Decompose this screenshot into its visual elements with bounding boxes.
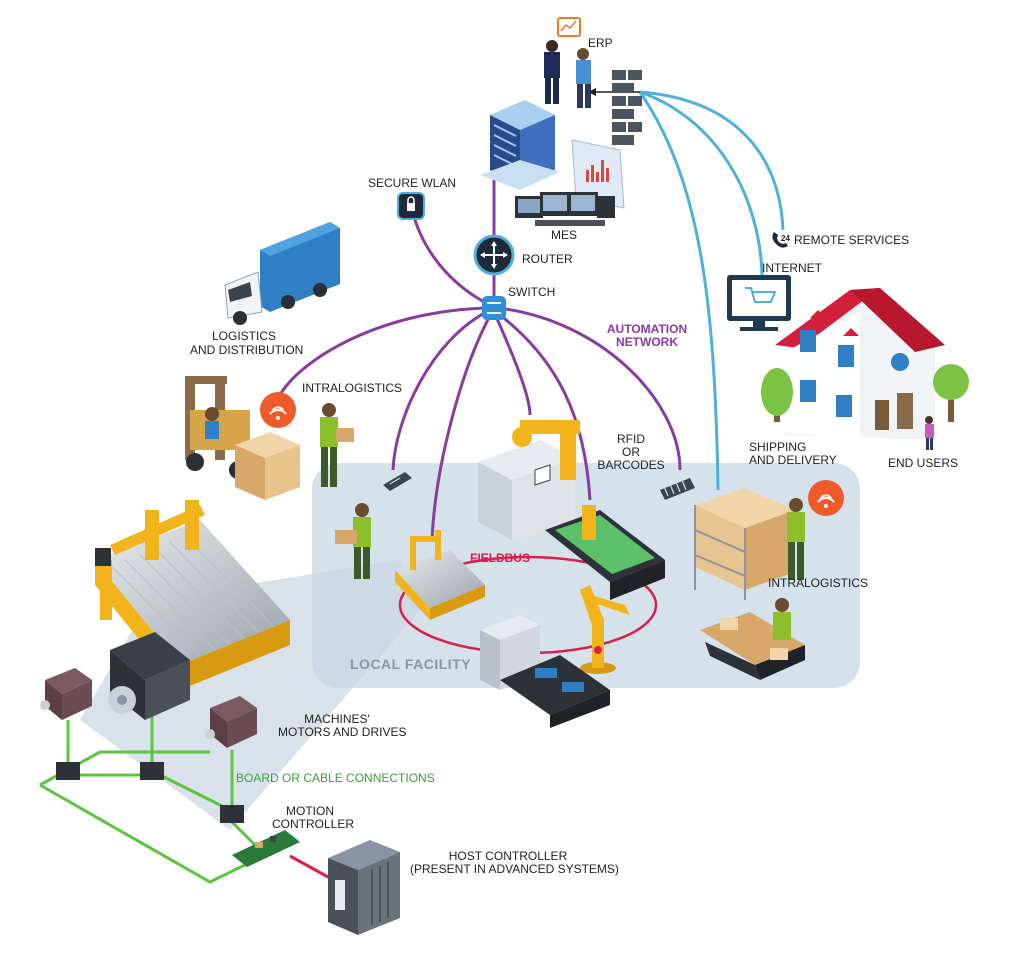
secure-wlan-label: SECURE WLAN (368, 176, 457, 190)
robot-arm-top (512, 420, 580, 480)
automation-network-label-line2: NETWORK (616, 335, 678, 349)
remote-services-label: REMOTE SERVICES (794, 233, 910, 247)
servo-motor-icon (108, 632, 190, 720)
drive-module-icon (140, 762, 164, 780)
automation-network-label-line1: AUTOMATION (606, 322, 688, 336)
conveyor-right (700, 612, 805, 680)
forklift-icon (185, 376, 250, 479)
host-link (289, 854, 331, 880)
wifi-badge-right (808, 480, 844, 516)
wifi-badge-left (260, 392, 296, 428)
logistics-label-line2: AND DISTRIBUTION (190, 343, 304, 357)
switch-label: SWITCH (508, 285, 556, 299)
analytics-screen-icon (571, 139, 625, 209)
board-connections-label: BOARD OR CABLE CONNECTIONS (236, 771, 435, 785)
router-label: ROUTER (522, 252, 573, 266)
packaging-machine (480, 615, 610, 728)
host-controller-label-line2: (PRESENT IN ADVANCED SYSTEMS) (410, 862, 619, 876)
motors-label-line2: MOTORS AND DRIVES (278, 725, 407, 739)
automation-network-lines (278, 175, 682, 541)
host-controller-icon (328, 840, 400, 935)
erp-label: ERP (588, 36, 613, 50)
rfid-label-line3: BARCODES (597, 458, 665, 472)
rfid-label-line1: RFID (617, 432, 645, 446)
server-icon (480, 100, 560, 190)
end-users-label: END USERS (888, 456, 959, 470)
motors-label-line1: MACHINES' (304, 712, 370, 726)
shipping-label-line2: AND DELIVERY (749, 453, 837, 467)
small-gantry-machine (395, 530, 485, 620)
tree-icon (761, 364, 969, 422)
intralogistics-label-right: INTRALOGISTICS (768, 576, 869, 590)
house-icon (775, 288, 945, 440)
internet-monitor-icon (727, 275, 791, 331)
secure-wlan-icon (397, 192, 425, 220)
intralogistics-label-top: INTRALOGISTICS (302, 381, 403, 395)
firewall-icon (612, 70, 642, 145)
mes-monitors-icon (515, 192, 615, 226)
switch-icon (482, 296, 506, 320)
internet-label: INTERNET (762, 261, 822, 275)
shipping-label-line1: SHIPPING (749, 440, 807, 454)
stepper-motor-icon (205, 696, 257, 748)
phone-icon (772, 232, 788, 248)
worker-icon (787, 498, 805, 580)
worker-icon (773, 598, 791, 640)
worker-icon (335, 503, 371, 579)
barcode-scanner-icon (383, 472, 412, 491)
stepper-motor-icon (40, 668, 92, 720)
erp-people (544, 17, 591, 108)
truck-icon (224, 222, 340, 325)
inspection-machine (478, 440, 575, 540)
motion-controller-label-line1: MOTION (286, 804, 334, 818)
warehouse-shelves (694, 488, 795, 600)
worker-icon (320, 403, 354, 487)
logistics-label-line1: LOGISTICS (211, 329, 276, 343)
remote-services-badge: 24 (781, 234, 790, 243)
fieldbus-label: FIELDBUS (470, 551, 530, 565)
mes-label: MES (551, 228, 578, 242)
drive-module-icon (220, 805, 244, 823)
host-controller-label-line1: HOST CONTROLLER (448, 849, 568, 863)
end-user-person (925, 416, 934, 450)
drive-module-icon (56, 762, 80, 780)
cargo-boxes (235, 432, 300, 500)
conveyor-center (545, 505, 665, 600)
motion-controller-board (232, 830, 300, 867)
robot-arm-orange (580, 585, 630, 674)
local-facility-label: LOCAL FACILITY (350, 656, 472, 672)
rfid-label-line2: OR (622, 445, 640, 459)
internet-lines (638, 90, 785, 491)
router-icon (473, 234, 515, 276)
motion-controller-label-line2: CONTROLLER (272, 817, 355, 831)
barcode-scanner-icon (660, 478, 695, 500)
